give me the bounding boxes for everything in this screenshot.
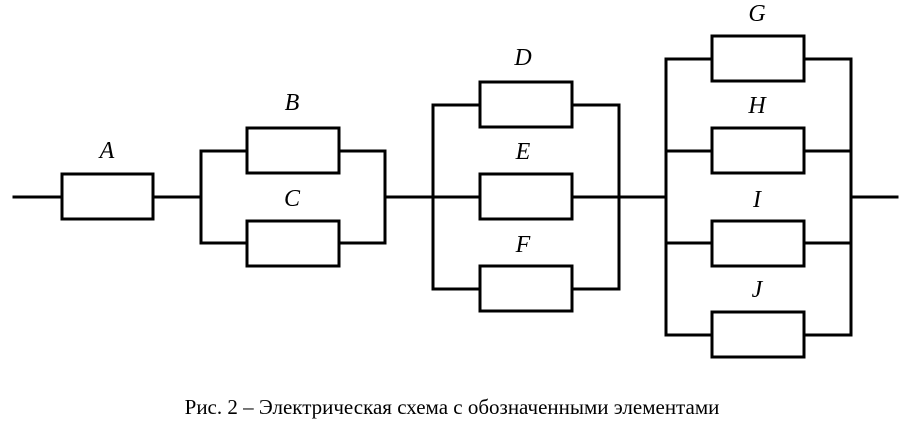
circuit-diagram: A B C D E F G H I J bbox=[12, 1, 899, 359]
resistor-f bbox=[478, 264, 574, 313]
resistor-g bbox=[710, 34, 806, 83]
figure-caption: Рис. 2 – Электрическая схема с обозначен… bbox=[184, 395, 720, 419]
resistor-d bbox=[478, 80, 574, 129]
resistor-a bbox=[60, 172, 155, 221]
label-i: I bbox=[752, 187, 762, 213]
label-g: G bbox=[748, 1, 765, 27]
label-f: F bbox=[515, 232, 531, 258]
label-e: E bbox=[515, 139, 531, 165]
label-a: A bbox=[98, 138, 115, 164]
label-j: J bbox=[752, 277, 764, 303]
label-c: C bbox=[284, 186, 301, 212]
label-d: D bbox=[513, 45, 531, 71]
label-b: B bbox=[285, 90, 300, 116]
label-h: H bbox=[747, 93, 767, 119]
resistor-c bbox=[245, 219, 341, 268]
resistor-e bbox=[478, 172, 574, 221]
resistor-h bbox=[710, 126, 806, 175]
wires bbox=[12, 57, 899, 337]
resistor-j bbox=[710, 310, 806, 359]
resistor-b bbox=[245, 126, 341, 175]
resistor-i bbox=[710, 219, 806, 268]
